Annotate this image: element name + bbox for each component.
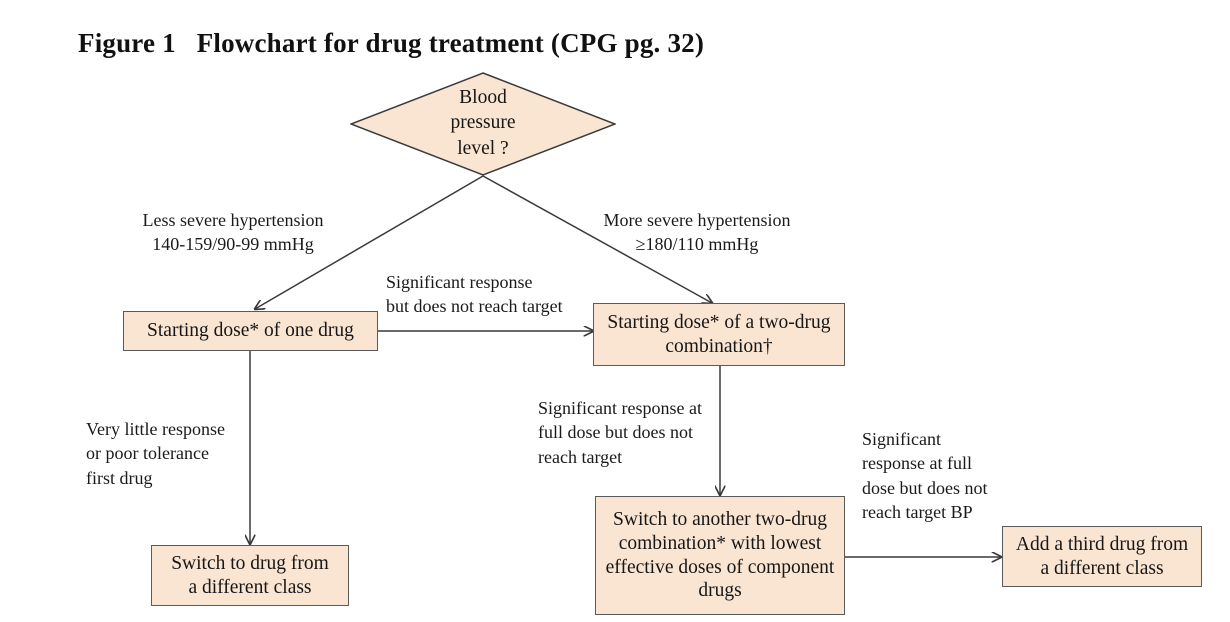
diamond-shape [350, 72, 616, 176]
decision-node-label: Blood pressure level ? [450, 86, 516, 159]
process-node-switch-to-another-two-drug-combination[interactable]: Switch to another two-drug combination* … [595, 496, 845, 615]
edge-label-significant-response-not-target: Significant response but does not reach … [386, 272, 563, 317]
process-node-starting-dose-two-drug-combination[interactable]: Starting dose* of a two-drug combination… [593, 303, 845, 366]
edge-label-more-severe-hypertension: More severe hypertension ≥180/110 mmHg [603, 210, 791, 255]
edge-label-less-severe-hypertension: Less severe hypertension 140-159/90-99 m… [142, 210, 324, 255]
decision-node-blood-pressure-level[interactable]: Blood pressure level ? [350, 72, 616, 176]
edge-label-very-little-response: Very little response or poor tolerance f… [86, 419, 225, 488]
page-title: Figure 1 Flowchart for drug treatment (C… [78, 28, 705, 58]
process-node-add-third-drug-different-class[interactable]: Add a third drug from a different class [1002, 526, 1202, 587]
process-node-switch-to-drug-different-class[interactable]: Switch to drug from a different class [151, 545, 349, 606]
process-node-starting-dose-one-drug[interactable]: Starting dose* of one drug [123, 311, 378, 351]
edge-label-significant-response-full-dose: Significant response at full dose but do… [538, 398, 702, 467]
edge-label-significant-response-full-dose-bp: Significant response at full dose but do… [862, 429, 988, 522]
